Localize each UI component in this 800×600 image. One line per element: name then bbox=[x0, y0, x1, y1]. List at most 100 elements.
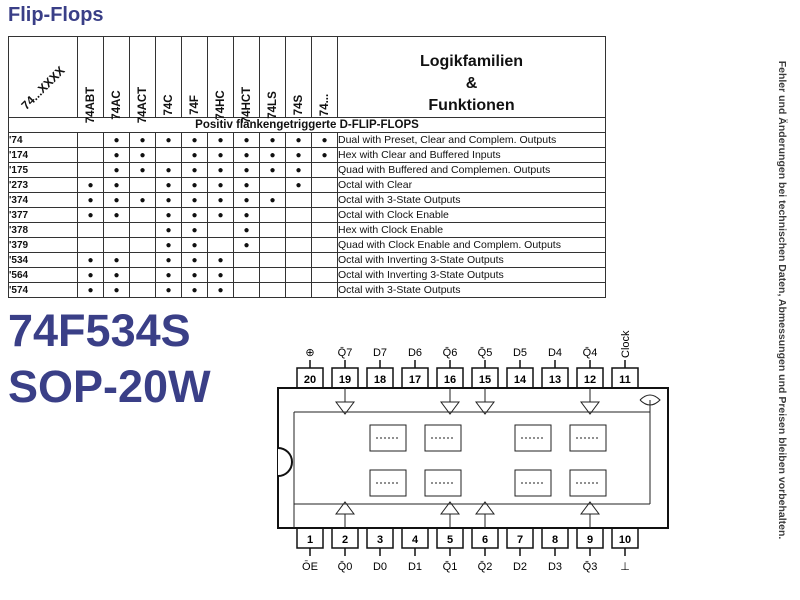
pin: 7D2 bbox=[506, 527, 534, 573]
table-row: '378●●●Hex with Clock Enable bbox=[8, 222, 606, 238]
availability-cell: ● bbox=[77, 267, 104, 283]
availability-cell: ● bbox=[129, 132, 156, 148]
availability-cell: ● bbox=[181, 237, 208, 253]
table-row: '374●●●●●●●●Octal with 3-State Outputs bbox=[8, 192, 606, 208]
availability-cell: ● bbox=[285, 162, 312, 178]
availability-cell bbox=[233, 252, 260, 268]
pin-number: 18 bbox=[374, 374, 386, 386]
availability-cell bbox=[259, 222, 286, 238]
pin-number: 13 bbox=[549, 374, 561, 386]
availability-cell: ● bbox=[103, 192, 130, 208]
pin-number: 7 bbox=[517, 534, 523, 546]
availability-cell bbox=[129, 222, 156, 238]
availability-cell: ● bbox=[155, 162, 182, 178]
pin-number: 4 bbox=[412, 534, 419, 546]
family-label: 74HCT bbox=[240, 86, 253, 124]
availability-cell: ● bbox=[233, 237, 260, 253]
pin-label: D2 bbox=[513, 561, 527, 573]
availability-cell bbox=[311, 252, 338, 268]
availability-cell bbox=[285, 237, 312, 253]
availability-cell: ● bbox=[155, 222, 182, 238]
family-label: 74ACT bbox=[136, 86, 149, 124]
clock-buffer bbox=[639, 394, 661, 406]
pin-number: 8 bbox=[552, 534, 558, 546]
pin-label: Q̄6 bbox=[443, 346, 458, 359]
function-description: Quad with Clock Enable and Complem. Outp… bbox=[337, 237, 606, 253]
family-header: 74... bbox=[311, 36, 338, 118]
availability-cell: ● bbox=[233, 222, 260, 238]
availability-cell: ● bbox=[233, 162, 260, 178]
device-code: '564 bbox=[8, 267, 78, 283]
availability-cell bbox=[129, 252, 156, 268]
availability-cell: ● bbox=[233, 207, 260, 223]
availability-cell: ● bbox=[103, 162, 130, 178]
pin-number: 5 bbox=[447, 534, 453, 546]
pin: 8D3 bbox=[541, 527, 569, 573]
availability-cell: ● bbox=[207, 282, 234, 298]
flip-flop-block bbox=[569, 424, 607, 452]
availability-cell: ● bbox=[129, 147, 156, 163]
device-code: '379 bbox=[8, 237, 78, 253]
availability-cell: ● bbox=[103, 267, 130, 283]
section-row: Positiv flankengetriggerte D-FLIP-FLOPS bbox=[8, 117, 606, 133]
availability-cell bbox=[311, 177, 338, 193]
availability-cell bbox=[129, 177, 156, 193]
function-header-line1: Logikfamilien bbox=[419, 53, 524, 70]
pin-label: D4 bbox=[548, 347, 562, 359]
availability-cell bbox=[233, 267, 260, 283]
pin-label: ⊥ bbox=[620, 561, 630, 573]
availability-cell: ● bbox=[103, 177, 130, 193]
availability-cell: ● bbox=[181, 252, 208, 268]
pin: 15Q̄5 bbox=[471, 346, 499, 389]
table-row: '377●●●●●●Octal with Clock Enable bbox=[8, 207, 606, 223]
availability-cell: ● bbox=[181, 222, 208, 238]
availability-cell bbox=[311, 237, 338, 253]
pin-label: Q̄3 bbox=[583, 560, 598, 573]
pin-number: 1 bbox=[307, 534, 313, 546]
flip-flop-block bbox=[514, 424, 552, 452]
pin-label: Clock bbox=[620, 330, 632, 358]
pin-number: 9 bbox=[587, 534, 593, 546]
device-code: '175 bbox=[8, 162, 78, 178]
family-header: 74HC bbox=[207, 36, 234, 120]
availability-cell: ● bbox=[285, 177, 312, 193]
availability-cell: ● bbox=[155, 252, 182, 268]
table-row: '379●●●Quad with Clock Enable and Comple… bbox=[8, 237, 606, 253]
chip-notch bbox=[277, 447, 293, 477]
pin-label: D1 bbox=[408, 561, 422, 573]
pin-number: 19 bbox=[339, 374, 351, 386]
availability-cell: ● bbox=[181, 207, 208, 223]
availability-cell: ● bbox=[259, 162, 286, 178]
corner-header: 74...XXXX bbox=[8, 36, 78, 118]
availability-cell bbox=[233, 282, 260, 298]
pin-label: D3 bbox=[548, 561, 562, 573]
flip-flop-block bbox=[424, 424, 462, 452]
function-description: Hex with Clock Enable bbox=[337, 222, 606, 238]
availability-cell bbox=[285, 267, 312, 283]
availability-cell: ● bbox=[103, 252, 130, 268]
availability-cell bbox=[311, 192, 338, 208]
pin-label: D0 bbox=[373, 561, 387, 573]
package-name: SOP-20W bbox=[8, 361, 211, 412]
device-code: '377 bbox=[8, 207, 78, 223]
device-code: '374 bbox=[8, 192, 78, 208]
side-note-text: Fehler und Änderungen bei technischen Da… bbox=[776, 60, 788, 540]
part-number: 74F534S bbox=[8, 305, 191, 356]
device-code: '74 bbox=[8, 132, 78, 148]
page-title: Flip-Flops bbox=[8, 4, 104, 26]
availability-cell: ● bbox=[155, 207, 182, 223]
function-description: Dual with Preset, Clear and Complem. Out… bbox=[337, 132, 606, 148]
pin-number: 14 bbox=[514, 374, 527, 386]
flip-flop-block bbox=[569, 469, 607, 497]
function-description: Octal with 3-State Outputs bbox=[337, 192, 606, 208]
corner-label: 74...XXXX bbox=[18, 63, 68, 113]
pin-label: D6 bbox=[408, 347, 422, 359]
pin: 20⊕ bbox=[296, 347, 324, 389]
availability-cell bbox=[311, 207, 338, 223]
availability-cell bbox=[129, 282, 156, 298]
pin-number: 12 bbox=[584, 374, 596, 386]
